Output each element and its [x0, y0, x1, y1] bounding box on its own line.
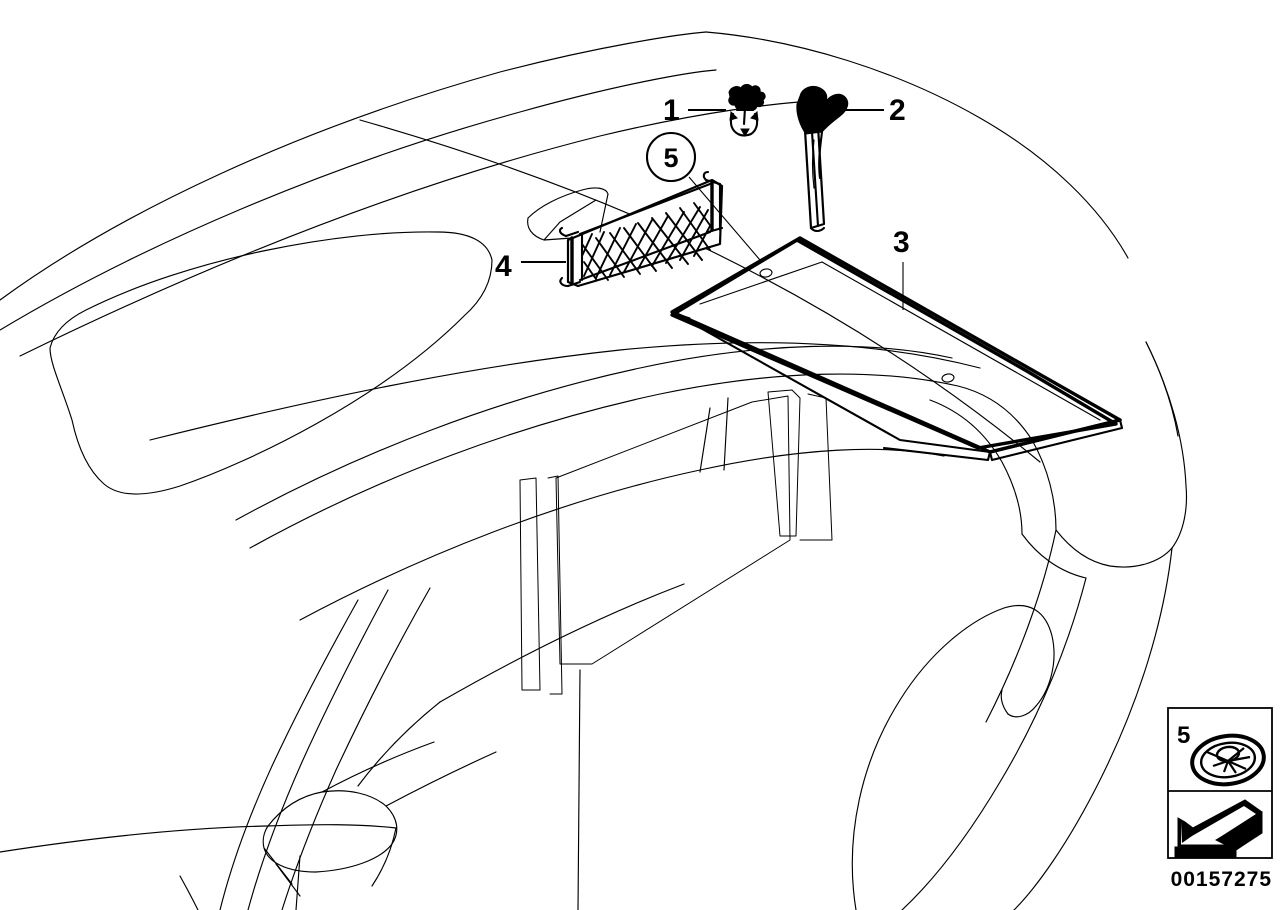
legend-drawing-id: 00157275 — [1171, 868, 1272, 891]
callout-labels: 1 2 3 4 5 — [495, 94, 910, 283]
legend-box: 5 00157275 — [1167, 707, 1273, 891]
callout-5-label: 5 — [663, 143, 678, 173]
callout-5-circle — [645, 131, 697, 183]
part-2-retaining-hook — [796, 85, 849, 233]
callout-3-label: 3 — [893, 226, 910, 259]
perspective-arrow-icon — [1174, 799, 1263, 859]
callout-1-label: 1 — [663, 94, 680, 127]
part-3-floor-panel — [670, 236, 1124, 462]
callout-2-label: 2 — [889, 94, 906, 127]
rosette-clip-icon — [1190, 733, 1266, 787]
vehicle-outline — [0, 31, 1188, 910]
part-4-cargo-net — [527, 170, 724, 288]
legend-part-number: 5 — [1177, 722, 1190, 749]
part-1-anchor-clip — [728, 84, 766, 138]
callout-leaders — [521, 109, 904, 310]
callout-4-label: 4 — [495, 250, 512, 283]
leader-5 — [688, 176, 761, 261]
